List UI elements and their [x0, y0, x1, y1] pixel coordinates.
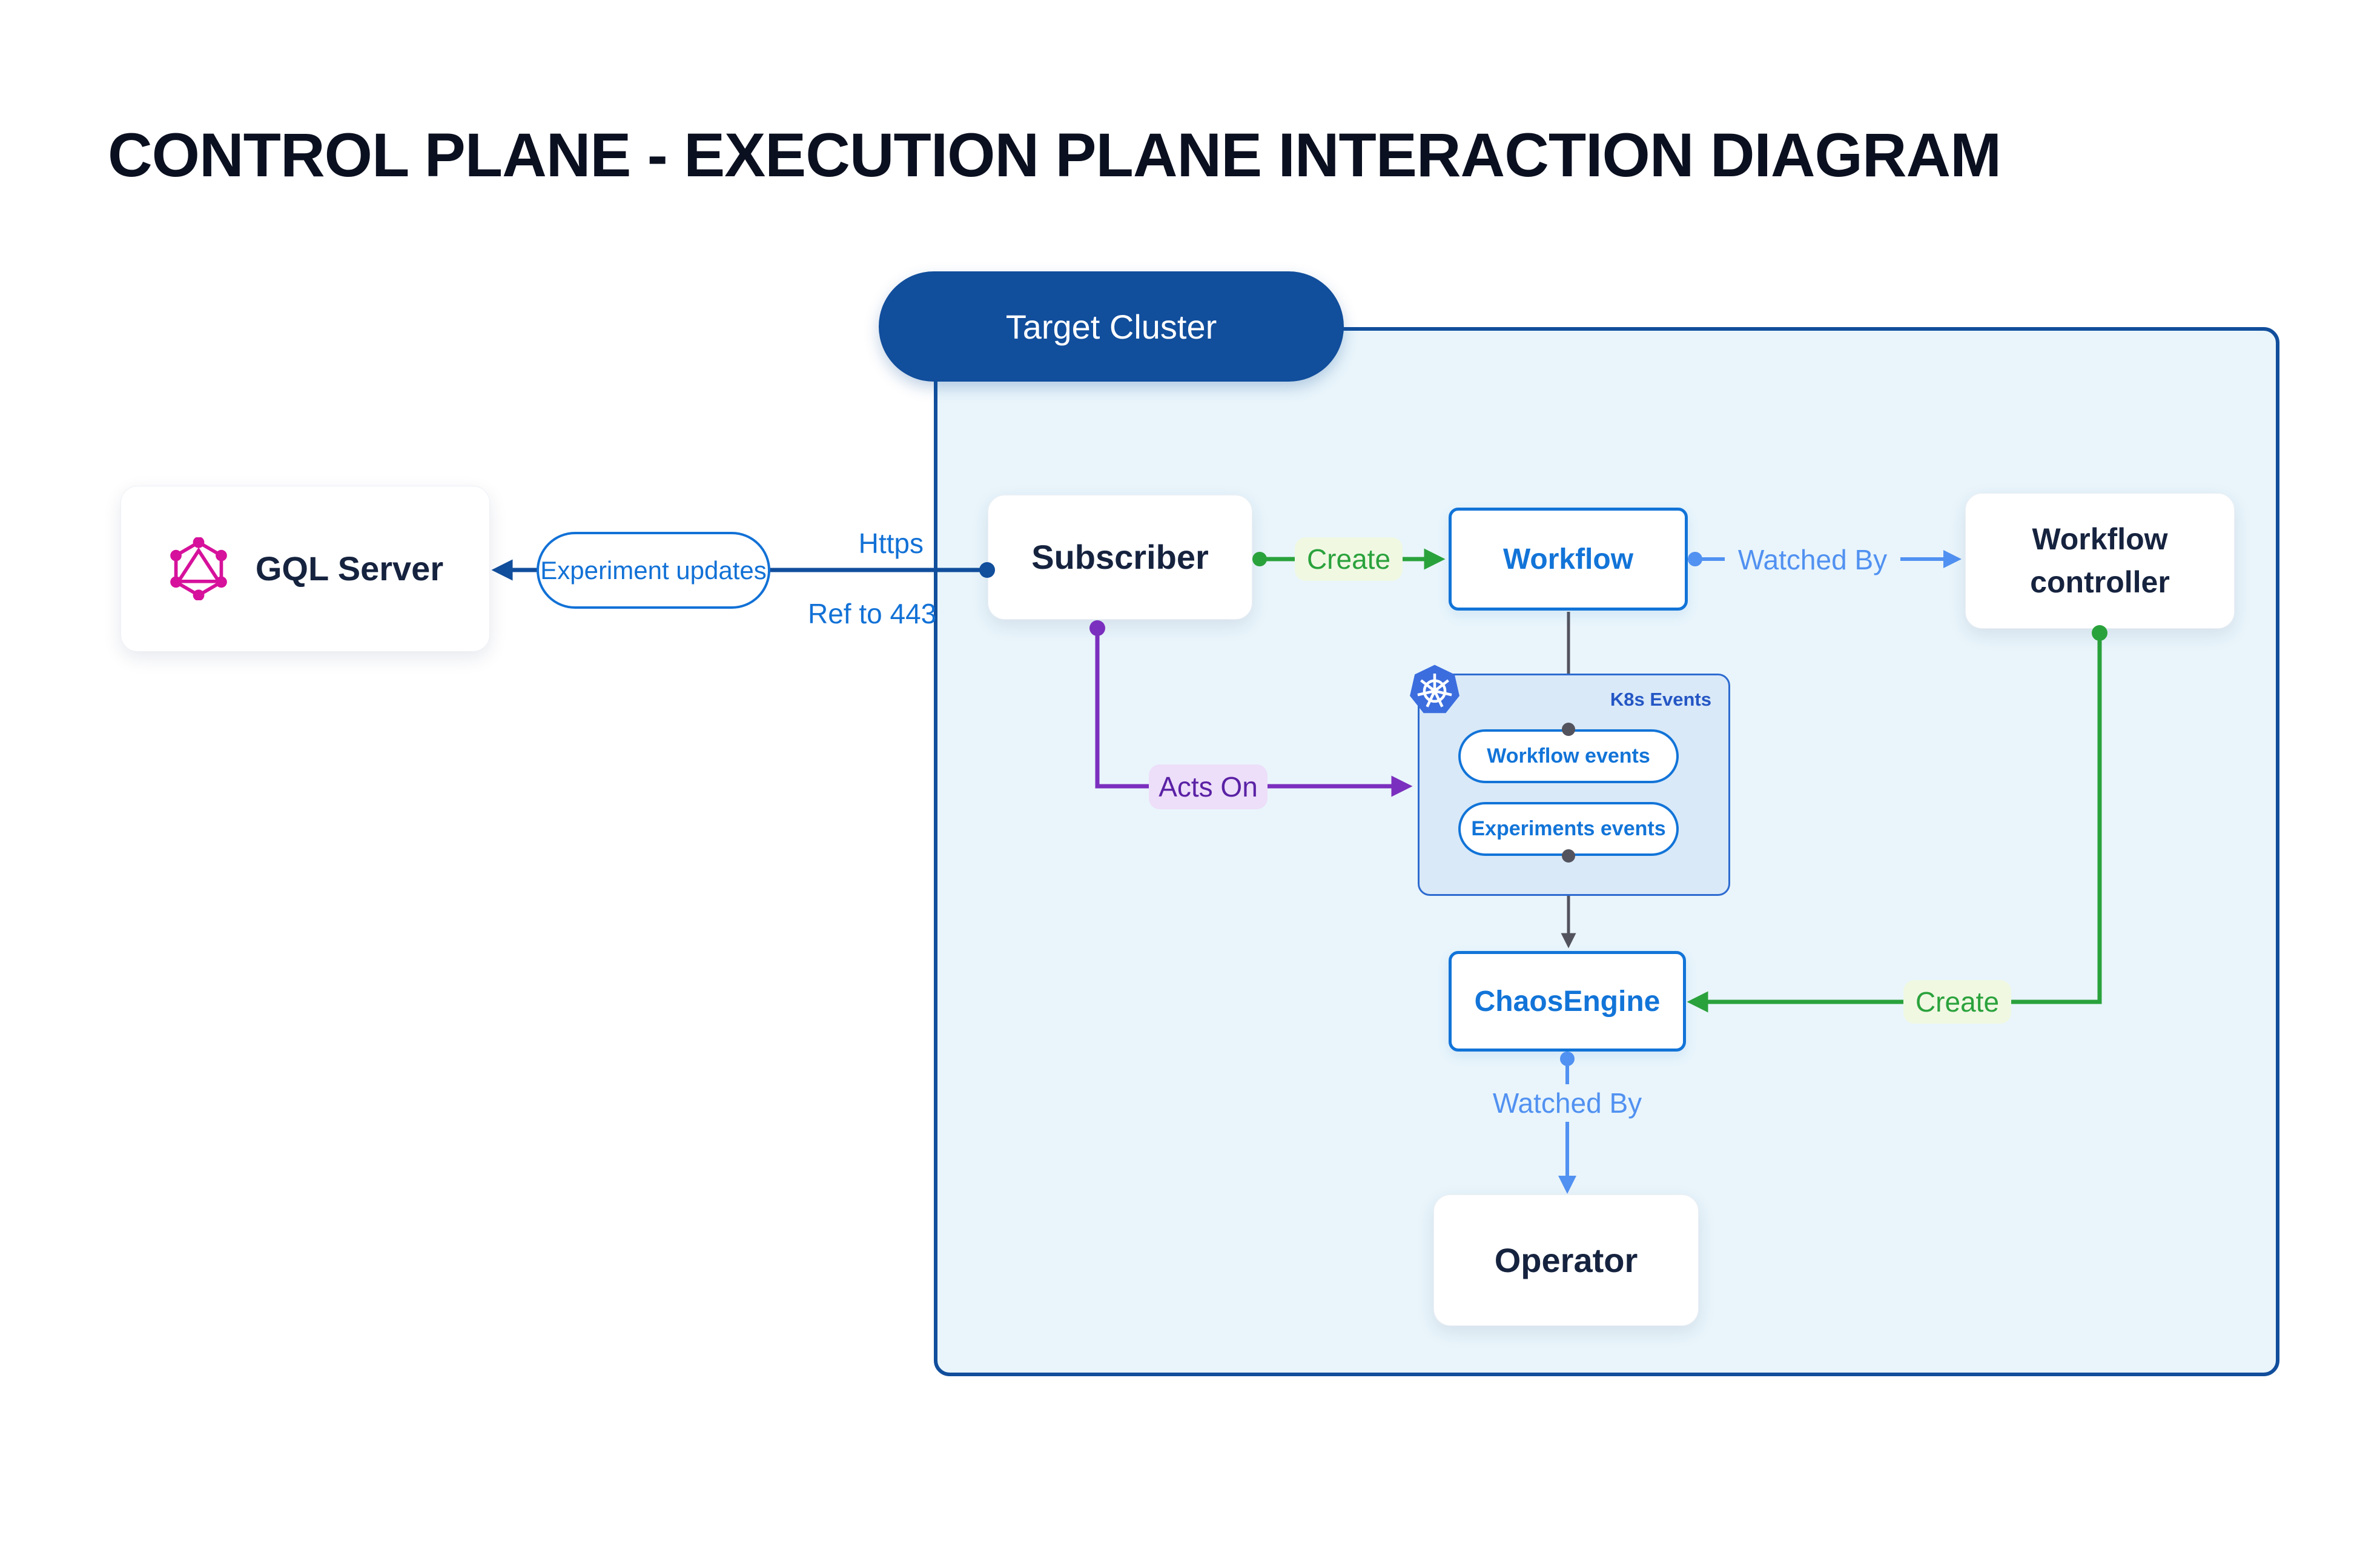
kubernetes-icon [1410, 664, 1459, 714]
workflow-controller-line1: Workflow [2032, 522, 2168, 556]
target-cluster-label: Target Cluster [1005, 307, 1217, 346]
edge-label-watched-by-workflow: Watched By [1725, 541, 1900, 578]
node-workflow-controller: Workflow controller [1965, 493, 2235, 629]
subscriber-label: Subscriber [1031, 538, 1209, 577]
operator-label: Operator [1494, 1241, 1638, 1279]
node-operator: Operator [1433, 1194, 1699, 1326]
k8s-events-group: K8s Events [1418, 674, 1730, 896]
edge-label-ref-to-443: Ref to 443 [808, 598, 937, 629]
node-chaos-engine: ChaosEngine [1449, 951, 1686, 1052]
node-gql-server: GQL Server [121, 486, 490, 652]
node-subscriber: Subscriber [988, 495, 1252, 620]
edge-label-create-workflow: Create [1295, 537, 1403, 581]
graphql-icon [170, 537, 227, 600]
page-title: CONTROL PLANE - EXECUTION PLANE INTERACT… [108, 121, 2002, 190]
edge-label-acts-on: Acts On [1149, 764, 1268, 809]
workflow-controller-label: Workflow controller [2030, 518, 2170, 604]
workflow-label: Workflow [1502, 543, 1634, 575]
k8s-workflow-events-pill: Workflow events [1458, 729, 1679, 783]
target-cluster-pill: Target Cluster [879, 271, 1344, 382]
experiment-updates-text: Experiment updates [540, 555, 767, 585]
k8s-experiments-events-pill: Experiments events [1458, 802, 1679, 856]
k8s-events-label: K8s Events [1610, 689, 1711, 710]
chaos-engine-label: ChaosEngine [1474, 985, 1661, 1018]
edge-label-create-chaosengine: Create [1903, 980, 2011, 1024]
workflow-events-label: Workflow events [1487, 744, 1650, 767]
edge-label-watched-by-operator: Watched By [1479, 1084, 1655, 1122]
gql-server-label: GQL Server [255, 549, 444, 588]
edge-label-experiment-updates: Experiment updates [537, 532, 770, 609]
edge-label-https: Https [858, 528, 924, 559]
node-workflow: Workflow [1449, 508, 1688, 611]
workflow-controller-line2: controller [2030, 565, 2170, 599]
experiments-events-label: Experiments events [1471, 817, 1666, 840]
